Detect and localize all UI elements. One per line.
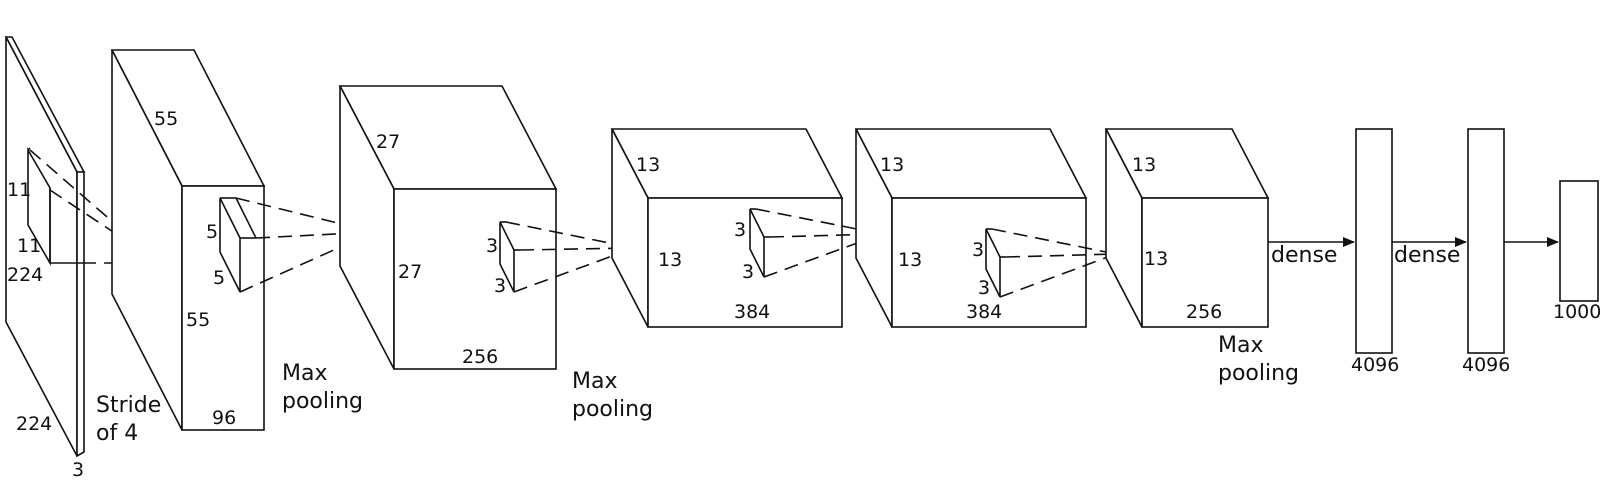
conv2-block: 27 27 256 3 3 — [338, 85, 635, 370]
conv4-width-label: 13 — [898, 249, 922, 271]
conv3-height-label: 13 — [636, 154, 660, 176]
output-size-label: 1000 — [1553, 301, 1600, 323]
pool1-caption-line1: Max — [282, 361, 327, 386]
conv4-kernel-width-label: 3 — [978, 277, 990, 299]
conv5-front-face — [1141, 197, 1269, 328]
conv3-width-label: 13 — [658, 249, 682, 271]
dense1-arrow-label: dense — [1271, 243, 1337, 268]
conv3-kernel-height-label: 3 — [734, 219, 746, 241]
conv1-depth-label: 96 — [212, 407, 236, 429]
dense1-size-label: 4096 — [1351, 354, 1399, 376]
input-width-label: 224 — [16, 413, 52, 435]
pool3-caption-line2: pooling — [1218, 361, 1299, 386]
conv1-height-label: 55 — [154, 108, 178, 130]
conv2-depth-label: 256 — [462, 346, 498, 368]
conv2-kernel-height-label: 3 — [486, 235, 498, 257]
pool3-caption-line1: Max — [1218, 333, 1263, 358]
dense2-arrow-label: dense — [1394, 243, 1460, 268]
conv3-kernel-width-label: 3 — [742, 261, 754, 283]
conv4-block: 13 13 384 3 3 — [854, 128, 1117, 328]
conv3-depth-label: 384 — [734, 301, 770, 323]
input-height-label: 224 — [7, 264, 43, 286]
pool1-caption-line2: pooling — [282, 389, 363, 414]
conv4-height-label: 13 — [880, 154, 904, 176]
conv4-projection-lines — [991, 228, 1117, 298]
input-kernel-height-label: 11 — [7, 179, 31, 201]
conv4-depth-label: 384 — [966, 301, 1002, 323]
dense2-size-label: 4096 — [1462, 354, 1510, 376]
conv2-kernel-width-label: 3 — [494, 275, 506, 297]
conv5-width-label: 13 — [1144, 248, 1168, 270]
stride-caption-line2: of 4 — [96, 421, 138, 446]
input-kernel — [27, 147, 82, 266]
conv1-front-face — [181, 185, 265, 431]
input-layer: 11 11 224 224 3 — [4, 36, 161, 481]
conv1-block: 55 55 96 5 5 — [110, 49, 375, 431]
pool2-caption-line2: pooling — [572, 397, 653, 422]
conv4-kernel-height-label: 3 — [972, 239, 984, 261]
conv1-kernel-width-label: 5 — [213, 267, 225, 289]
conv2-height-label: 27 — [376, 131, 400, 153]
conv1-width-label: 55 — [186, 309, 210, 331]
dense1-block — [1355, 128, 1393, 354]
conv1-kernel-height-label: 5 — [206, 221, 218, 243]
dense2-block — [1467, 128, 1505, 354]
input-depth-label: 3 — [72, 459, 84, 481]
input-front-face — [76, 171, 85, 458]
conv2-width-label: 27 — [398, 261, 422, 283]
stride-caption-line1: Stride — [96, 393, 161, 418]
conv4-front-face — [891, 197, 1087, 328]
conv2-front-face — [393, 188, 557, 370]
input-kernel-width-label: 11 — [17, 235, 41, 257]
pool2-caption-line1: Max — [572, 369, 617, 394]
conv3-block: 13 13 384 3 3 — [610, 128, 883, 328]
conv5-height-label: 13 — [1132, 154, 1156, 176]
conv5-depth-label: 256 — [1186, 301, 1222, 323]
conv5-block: 13 13 256 — [1104, 128, 1270, 328]
output-block — [1559, 180, 1599, 302]
